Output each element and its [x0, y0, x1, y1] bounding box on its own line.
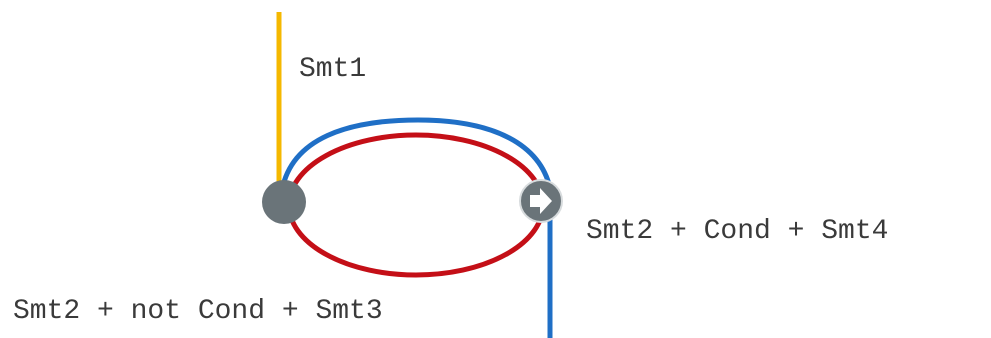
false-branch-label: Smt2 + not Cond + Smt3 — [13, 296, 383, 327]
decision-node — [262, 180, 306, 224]
true-path-arc — [279, 117, 553, 338]
exit-node — [519, 179, 563, 223]
false-path-loop — [286, 132, 546, 278]
smt1-label: Smt1 — [299, 54, 366, 85]
true-branch-label: Smt2 + Cond + Smt4 — [586, 216, 888, 247]
arrow-right-icon — [530, 188, 552, 214]
